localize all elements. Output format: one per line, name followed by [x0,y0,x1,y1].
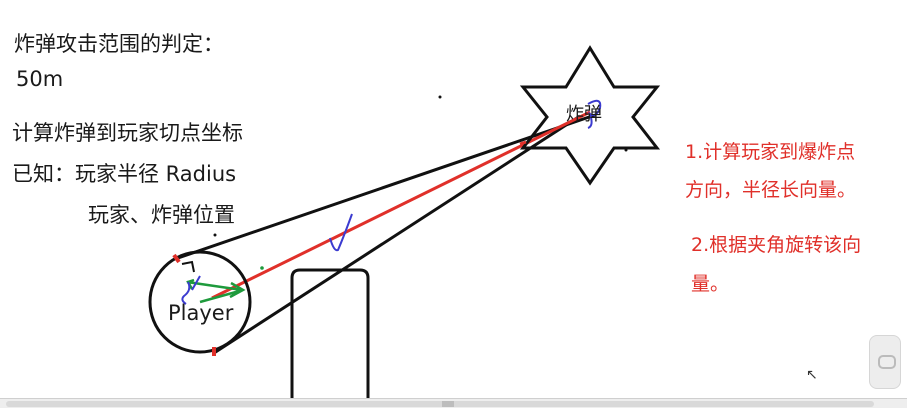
angle-scribble [181,275,201,305]
note-task: 计算炸弹到玩家切点坐标 [12,121,243,145]
dot-mark [624,148,628,152]
dot-mark [260,266,264,270]
check-mark-scribble [329,213,353,252]
tangent-line-upper [177,113,596,260]
note-known-radius: 已知：玩家半径 Radius [12,162,237,186]
side-toggle-button[interactable] [869,335,901,389]
mouse-cursor-icon: ↖ [806,367,818,383]
obstacle-wall [290,268,370,400]
step1-line1: 1.计算玩家到爆炸点 [685,141,856,163]
tangent-line-lower [213,114,581,355]
bomb-star [519,45,661,186]
step2-line2: 量。 [691,273,730,295]
center-line [211,110,591,300]
step1-line2: 方向，半径长向量。 [685,179,857,201]
note-range: 50m [16,67,64,91]
horizontal-scrollbar[interactable] [0,398,907,408]
player-label: Player [168,301,234,325]
scrollbar-grip[interactable] [442,401,454,407]
radius-vector-green [186,278,246,304]
right-angle-mark [181,260,195,273]
dot-mark [213,233,217,237]
bomb-point-mark [519,140,527,146]
scrollbar-thumb[interactable] [6,401,874,407]
bomb-scribble [587,99,602,129]
step2-line1: 2.根据夹角旋转该向 [691,234,862,256]
note-known-positions: 玩家、炸弹位置 [88,203,235,227]
note-title: 炸弹攻击范围的判定： [14,32,224,56]
tangent-point-upper [172,253,181,264]
player-circle [148,250,252,354]
chat-icon [878,355,896,369]
dot-mark [438,95,442,99]
bomb-label: 炸弹 [566,104,602,125]
